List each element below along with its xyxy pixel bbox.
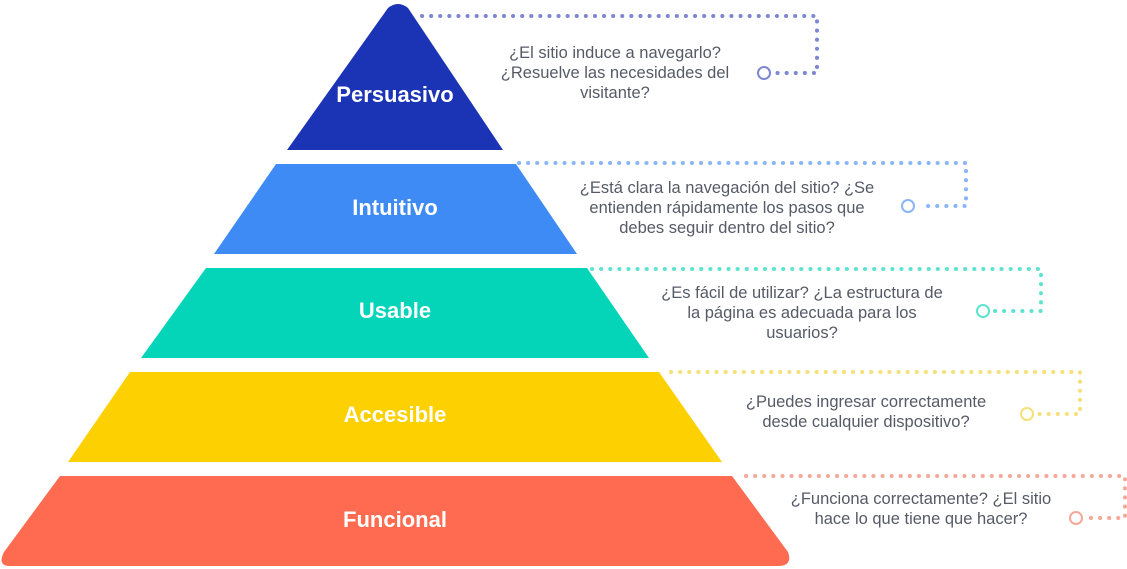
tier-accesible (68, 372, 722, 462)
label-funcional: Funcional (343, 507, 447, 532)
description-funcional: ¿Funciona correctamente? ¿El sitio hace … (790, 490, 1052, 528)
description-usable: ¿Es fácil de utilizar? ¿La estructura de… (661, 284, 943, 342)
tier-usable (141, 268, 649, 358)
tier-funcional (1, 476, 790, 566)
connector-dot-funcional (1069, 511, 1083, 525)
connector-dot-persuasivo (757, 66, 771, 80)
connector-funcional (744, 474, 1127, 520)
label-intuitivo: Intuitivo (352, 195, 438, 220)
connector-dot-usable (976, 304, 990, 318)
description-intuitivo: ¿Está clara la navegación del sitio? ¿Se… (579, 179, 875, 237)
tier-persuasivo (287, 4, 503, 150)
connector-accesible (669, 370, 1082, 416)
label-usable: Usable (358, 298, 432, 323)
connector-dot-accesible (1020, 407, 1034, 421)
label-accesible: Accesible (343, 402, 447, 427)
connector-persuasivo (420, 14, 819, 75)
tier-intuitivo (214, 164, 577, 254)
description-persuasivo: ¿El sitio induce a navegarlo? ¿Resuelve … (500, 44, 730, 102)
label-persuasivo: Persuasivo (336, 82, 454, 107)
connector-dot-intuitivo (901, 199, 915, 213)
description-accesible: ¿Puedes ingresar correctamente desde cua… (745, 393, 987, 431)
